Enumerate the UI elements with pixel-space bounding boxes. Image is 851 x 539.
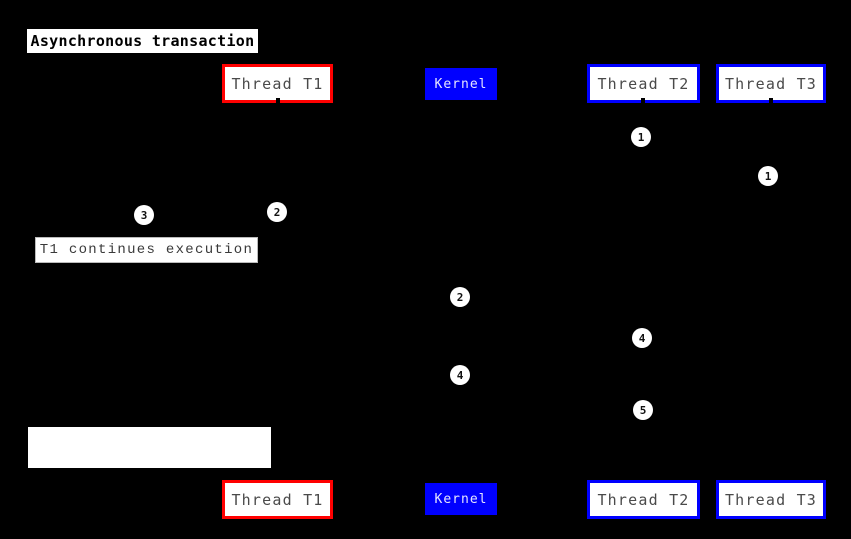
step-marker-number: 4	[638, 331, 646, 345]
step-marker-number: 1	[764, 169, 772, 183]
participant-top-kernel: Kernel	[425, 68, 497, 100]
step-marker-number: 2	[273, 205, 281, 219]
step-marker-number: 5	[639, 403, 647, 417]
participant-label: Kernel	[434, 491, 488, 507]
participant-label: Kernel	[434, 76, 488, 92]
step-marker: 1	[631, 127, 651, 147]
step-marker: 5	[633, 400, 653, 420]
step-marker-number: 2	[456, 290, 464, 304]
step-marker: 4	[450, 365, 470, 385]
diagram-title: Asynchronous transaction	[27, 29, 258, 53]
participant-label: Thread T3	[724, 490, 818, 509]
lifeline-stub-t3-top	[769, 98, 773, 104]
step-marker: 3	[134, 205, 154, 225]
note-t1-continues: T1 continues execution	[35, 237, 258, 263]
participant-bottom-thread-t3: Thread T3	[716, 480, 826, 519]
step-marker-number: 1	[637, 130, 645, 144]
participant-label: Thread T2	[597, 490, 690, 509]
participant-label: Thread T1	[231, 490, 324, 509]
step-marker: 1	[758, 166, 778, 186]
participant-bottom-thread-t2: Thread T2	[587, 480, 700, 519]
step-marker: 4	[632, 328, 652, 348]
participant-bottom-kernel: Kernel	[425, 483, 497, 515]
participant-bottom-thread-t1: Thread T1	[222, 480, 333, 519]
lifeline-stub-t2-top	[641, 98, 645, 104]
participant-label: Thread T3	[724, 74, 818, 93]
participant-top-thread-t3: Thread T3	[716, 64, 826, 103]
note-empty	[28, 427, 271, 468]
step-marker: 2	[450, 287, 470, 307]
participant-label: Thread T1	[231, 74, 324, 93]
step-marker: 2	[267, 202, 287, 222]
participant-top-thread-t1: Thread T1	[222, 64, 333, 103]
step-marker-number: 3	[140, 208, 148, 222]
step-marker-number: 4	[456, 368, 464, 382]
participant-label: Thread T2	[597, 74, 690, 93]
lifeline-stub-t1-top	[276, 98, 280, 104]
